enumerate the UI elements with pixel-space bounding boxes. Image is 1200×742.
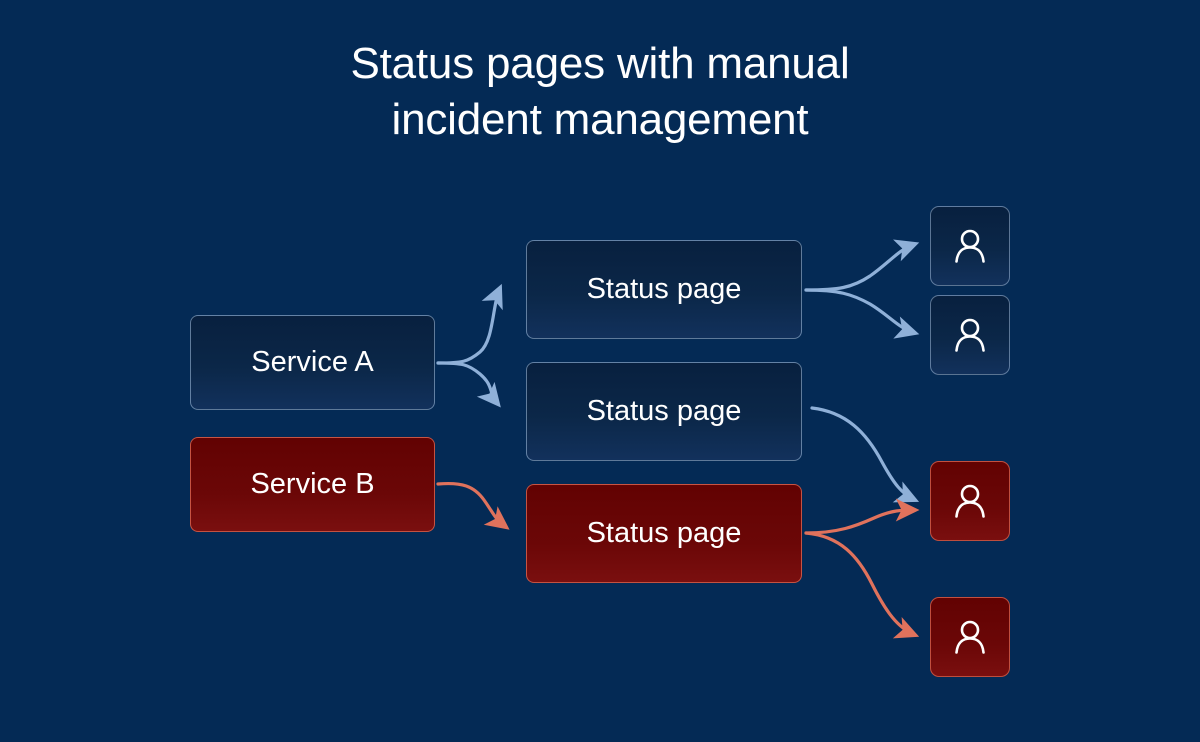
arrow-status-page-3-to-user-3 <box>804 498 920 535</box>
node-status-page-2[interactable]: Status page <box>526 362 802 461</box>
node-status-page-1[interactable]: Status page <box>526 240 802 339</box>
node-user-4[interactable] <box>930 597 1010 677</box>
node-service-a-label: Service A <box>251 346 374 378</box>
arrow-service-b-to-status-page-3 <box>436 481 510 530</box>
user-icon <box>948 313 992 357</box>
arrow-status-page-1-to-user-1 <box>804 239 920 292</box>
node-status-page-2-label: Status page <box>586 395 742 427</box>
page-title-line-1: Status pages with manual <box>350 39 850 88</box>
page-title: Status pages with manual incident manage… <box>0 36 1200 149</box>
user-icon <box>948 224 992 268</box>
node-user-3[interactable] <box>930 461 1010 541</box>
arrow-status-page-1-to-user-2 <box>804 288 920 339</box>
node-status-page-3[interactable]: Status page <box>526 484 802 583</box>
node-user-2[interactable] <box>930 295 1010 375</box>
node-status-page-3-label: Status page <box>586 517 742 549</box>
arrow-service-a-to-status-page-2 <box>436 361 501 408</box>
page-title-line-2: incident management <box>391 95 809 145</box>
user-icon <box>948 615 992 659</box>
node-service-a[interactable]: Service A <box>190 315 435 410</box>
user-icon <box>948 479 992 523</box>
node-status-page-1-label: Status page <box>586 273 742 305</box>
arrow-status-page-3-to-user-4 <box>804 531 920 639</box>
node-service-b[interactable]: Service B <box>190 437 435 532</box>
arrow-status-page-2-to-user-3 <box>810 406 920 503</box>
node-user-1[interactable] <box>930 206 1010 286</box>
arrow-service-a-to-status-page-1 <box>436 283 503 365</box>
node-service-b-label: Service B <box>250 468 375 500</box>
